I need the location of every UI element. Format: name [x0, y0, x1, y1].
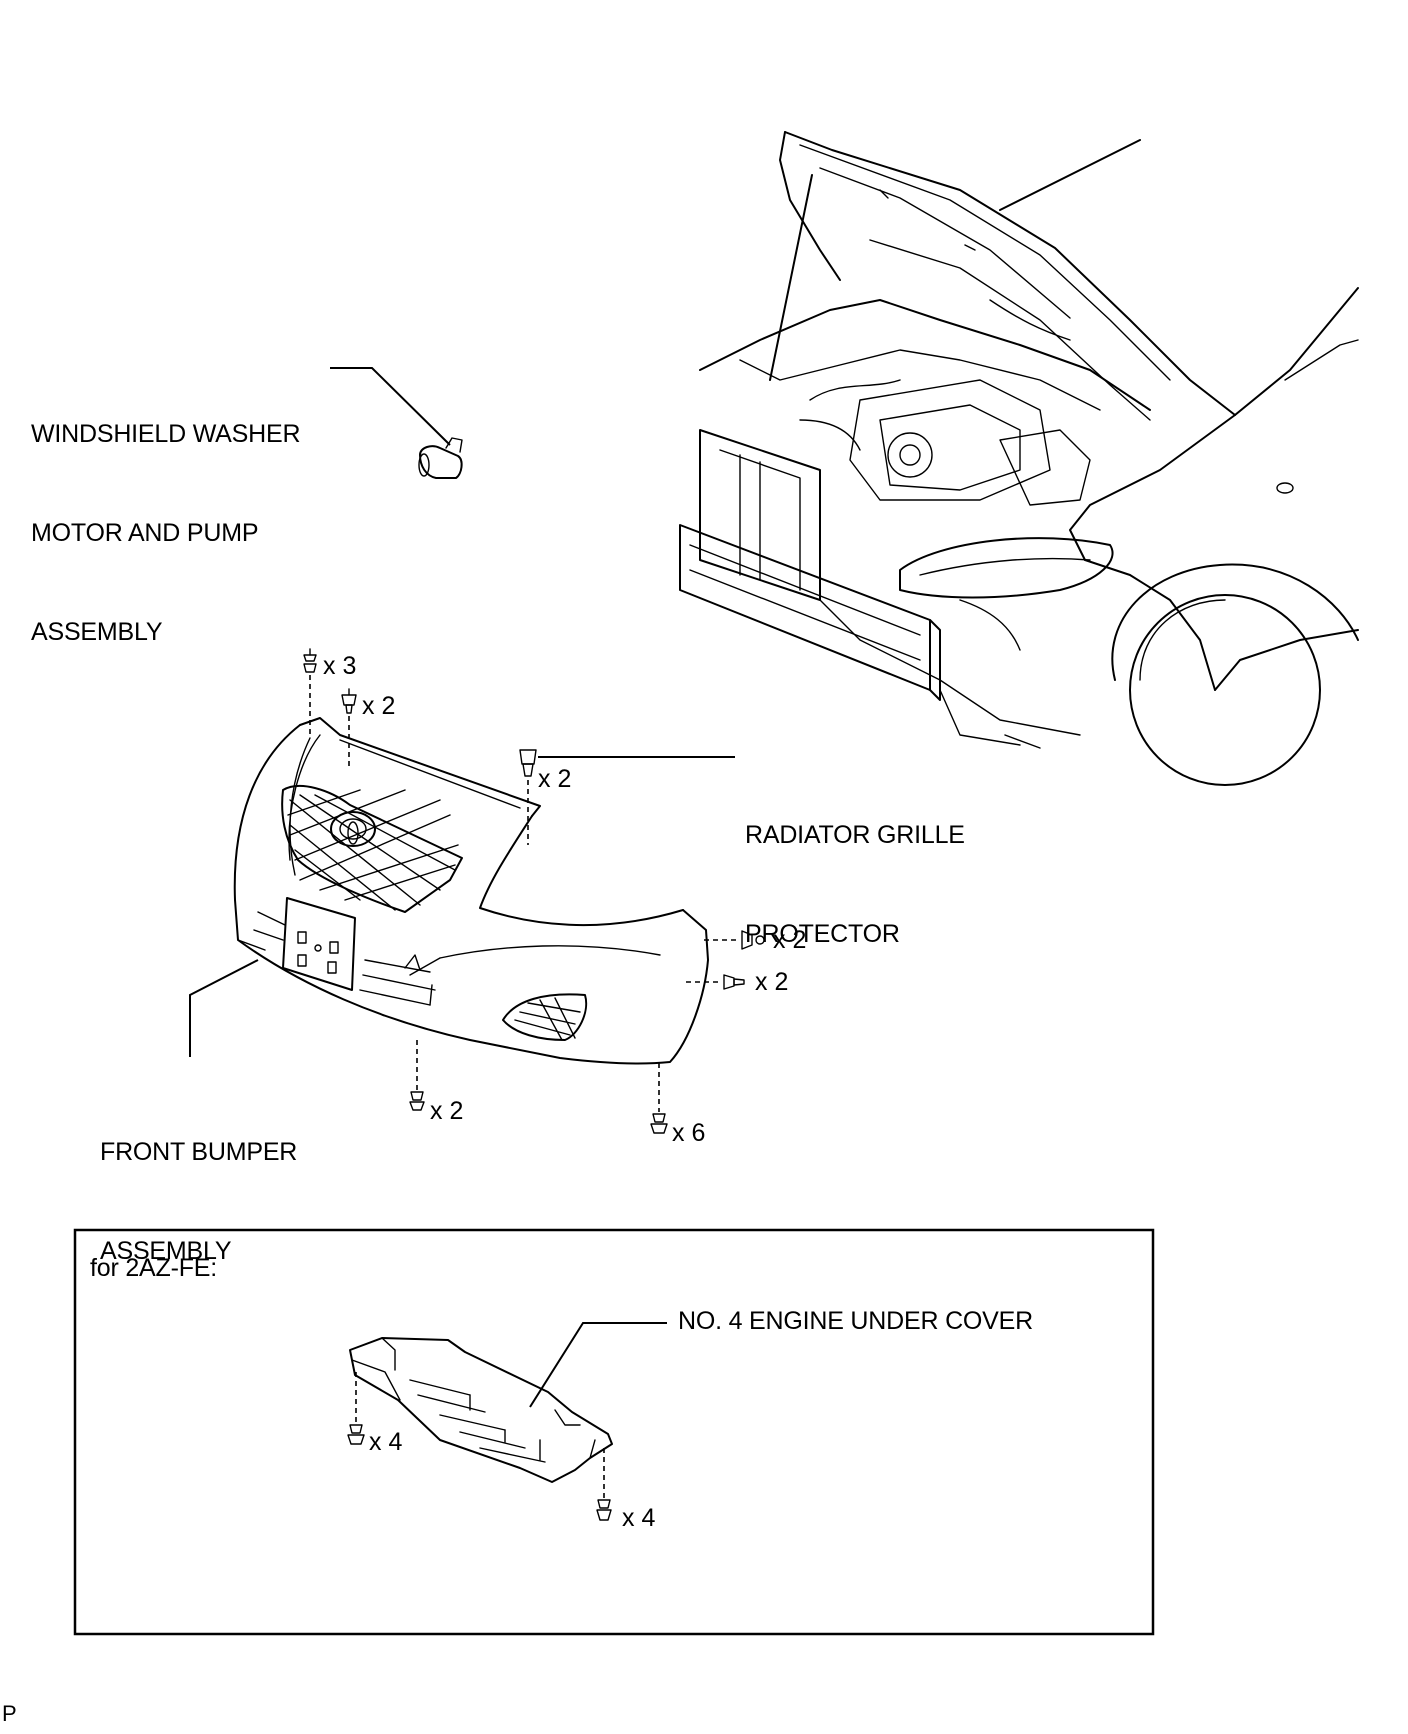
washer-label-line-1: WINDSHIELD WASHER [31, 420, 301, 448]
side-clip-icon [741, 930, 765, 950]
washer-label: WINDSHIELD WASHER MOTOR AND PUMP ASSEMBL… [31, 352, 301, 682]
side-screw-icon [723, 974, 745, 990]
qty-cover-left: x 4 [369, 1428, 403, 1456]
grille-protector-label-line-1: RADIATOR GRILLE [745, 821, 965, 849]
clip-icon [303, 648, 317, 673]
qty-cover-right: x 4 [622, 1504, 656, 1532]
under-cover-label: NO. 4 ENGINE UNDER COVER [678, 1307, 1033, 1335]
qty-grille-clip: x 2 [538, 765, 572, 793]
bottom-clip-icon [409, 1091, 425, 1111]
engine-under-cover-part [349, 1337, 613, 1483]
license-plate-bracket [282, 897, 356, 991]
washer-leader-line [330, 367, 451, 446]
qty-bottom-screw: x 6 [672, 1119, 706, 1147]
qty-side-clip-upper: x 2 [773, 926, 807, 954]
emblem-logo [330, 811, 376, 847]
cover-right-screw-icon [596, 1499, 612, 1521]
grille-protector-label-line-2: PROTECTOR [745, 920, 900, 948]
washer-label-line-3: ASSEMBLY [31, 618, 163, 646]
grille-protector-label: RADIATOR GRILLE PROTECTOR [745, 753, 965, 984]
qty-bottom-clip: x 2 [430, 1097, 464, 1125]
qty-side-screw-lower: x 2 [755, 968, 789, 996]
under-cover-leader-line [529, 1322, 667, 1408]
cover-left-screw-icon [347, 1424, 365, 1445]
front-bumper-label-line-1: FRONT BUMPER [100, 1138, 298, 1166]
vehicle-front-illustration [679, 131, 1359, 786]
inset-caption: for 2AZ-FE: [90, 1254, 217, 1282]
front-bumper-label: FRONT BUMPER ASSEMBLY [100, 1070, 297, 1301]
screw-icon [341, 688, 357, 714]
grille-mesh [287, 789, 459, 911]
inset-frame [73, 1228, 1155, 1636]
washer-pump-part [418, 437, 463, 479]
washer-label-line-2: MOTOR AND PUMP [31, 519, 259, 547]
front-bumper-part [233, 717, 709, 1065]
bottom-screw-icon [650, 1113, 668, 1134]
qty-clip-top-left: x 3 [323, 652, 357, 680]
bumper-leader-line [189, 959, 259, 1057]
qty-screw-top: x 2 [362, 692, 396, 720]
corner-mark: P [2, 1701, 17, 1726]
front-bumper-label-line-2: ASSEMBLY [100, 1237, 232, 1265]
grille-clip-icon [519, 749, 537, 777]
